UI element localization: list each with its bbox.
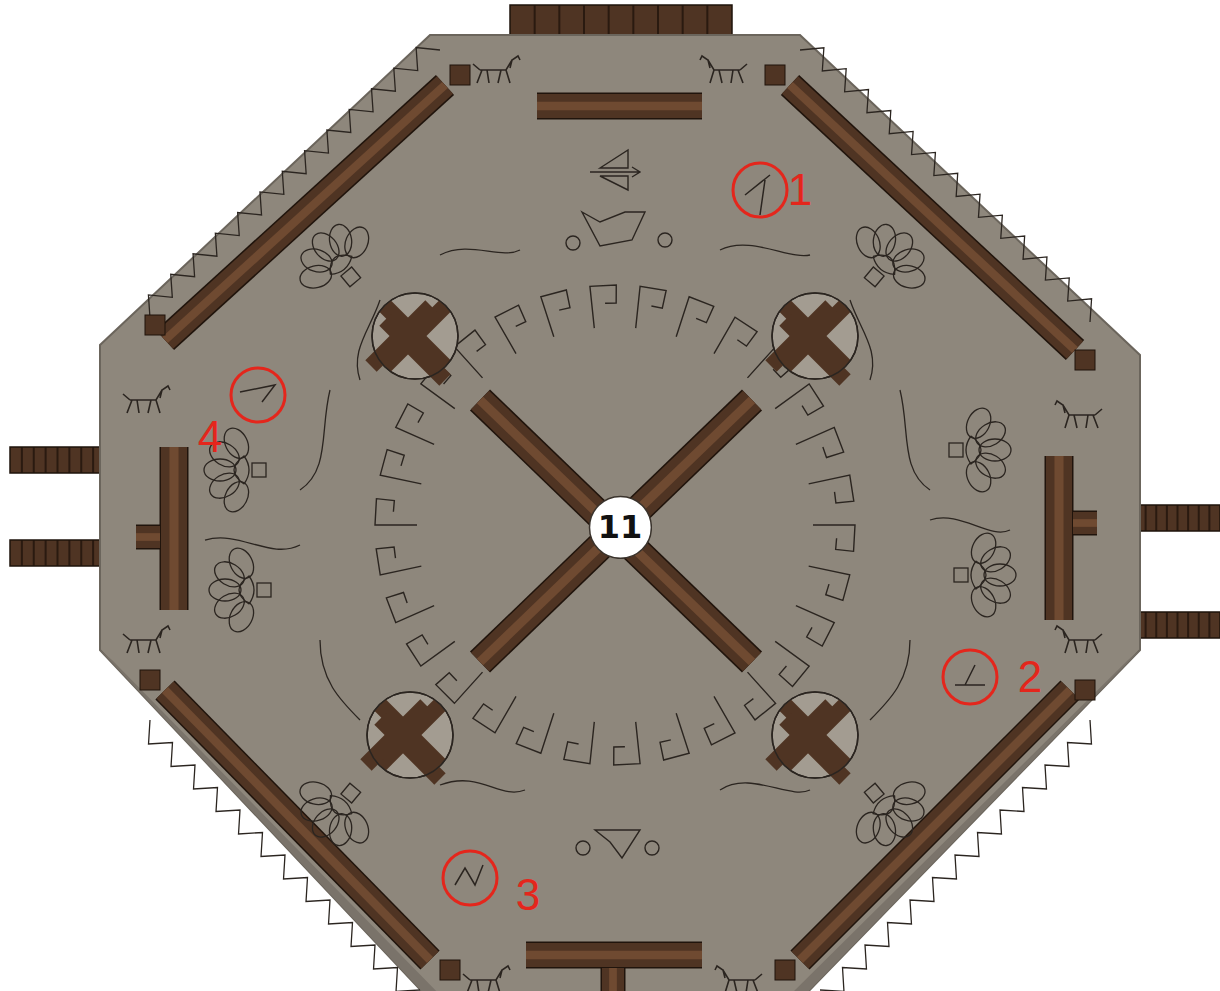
- post: [775, 960, 795, 980]
- spiral-tendril: [900, 390, 930, 490]
- palmette-ornament: [949, 404, 1011, 496]
- spiral-tendril: [320, 640, 360, 720]
- post-hole: [371, 293, 458, 380]
- horse-figure: [1055, 401, 1102, 428]
- callout-number: 2: [1018, 655, 1042, 699]
- spiral-tendril: [357, 300, 380, 380]
- callout-number: 1: [788, 165, 812, 214]
- spiral-tendril: [720, 783, 810, 792]
- post-hole: [366, 692, 453, 779]
- palmette-ornament: [954, 529, 1016, 621]
- post: [765, 65, 785, 85]
- engraved-symbol: [566, 150, 672, 858]
- beam-stub: [1073, 523, 1097, 524]
- spiral-tendril: [720, 245, 810, 256]
- east-plank: [1135, 505, 1220, 531]
- horse-figure: [123, 626, 170, 653]
- spiral-tendril: [205, 538, 300, 549]
- horse-figure: [123, 386, 170, 413]
- spiral-tendril: [850, 300, 873, 380]
- marked-sign: [231, 368, 285, 422]
- meander-ring: [375, 285, 855, 765]
- zigzag-band: [800, 48, 1092, 322]
- marked-sign: [733, 163, 787, 217]
- callout-number: 1: [788, 168, 812, 212]
- post: [145, 315, 165, 335]
- number-circle: 11: [588, 495, 653, 560]
- callout-number: 2: [1018, 652, 1042, 701]
- callout-number: 3: [516, 870, 540, 919]
- wall-beam: [165, 690, 430, 960]
- beam-stub: [136, 537, 160, 538]
- callout-number: 4: [198, 412, 222, 461]
- wall-beam: [526, 955, 702, 956]
- post: [440, 960, 460, 980]
- callout-number: 3: [516, 873, 540, 917]
- spiral-tendril: [930, 518, 1010, 532]
- spiral-tendril: [870, 640, 910, 720]
- palmette-ornament: [280, 205, 390, 312]
- post: [450, 65, 470, 85]
- west-plank: [10, 447, 105, 473]
- palmette-ornament: [209, 544, 271, 636]
- zigzag-band: [820, 720, 1091, 991]
- horse-figure: [715, 966, 762, 991]
- palmette-ornament: [280, 758, 390, 865]
- wall-beam: [174, 447, 175, 610]
- spiral-tendril: [300, 390, 330, 490]
- horse-figure: [1055, 626, 1102, 653]
- post-hole: [771, 692, 858, 779]
- post-hole: [771, 293, 858, 380]
- callout-number: 11: [598, 511, 643, 543]
- marked-sign: [943, 650, 997, 704]
- spiral-tendril: [440, 781, 525, 792]
- wall-beam: [537, 106, 702, 107]
- octagon-floor: [100, 35, 1140, 991]
- palmette-ornament: [834, 205, 944, 312]
- cross-beam: [480, 400, 752, 662]
- post: [1075, 350, 1095, 370]
- palmette-ornament: [834, 758, 944, 865]
- beam-stub: [613, 968, 614, 991]
- callout-number: 4: [198, 415, 222, 459]
- spiral-tendril: [440, 249, 520, 255]
- post: [140, 670, 160, 690]
- post: [1075, 680, 1095, 700]
- west-plank: [10, 540, 105, 566]
- zigzag-band: [148, 48, 440, 318]
- lower-step: [785, 650, 1140, 991]
- east-plank: [1135, 612, 1220, 638]
- cross-beam: [480, 400, 752, 662]
- marked-sign: [443, 851, 497, 905]
- wall-beam: [1059, 456, 1060, 620]
- horse-figure: [463, 966, 510, 991]
- horse-figure: [700, 56, 747, 83]
- horse-figure: [473, 56, 520, 83]
